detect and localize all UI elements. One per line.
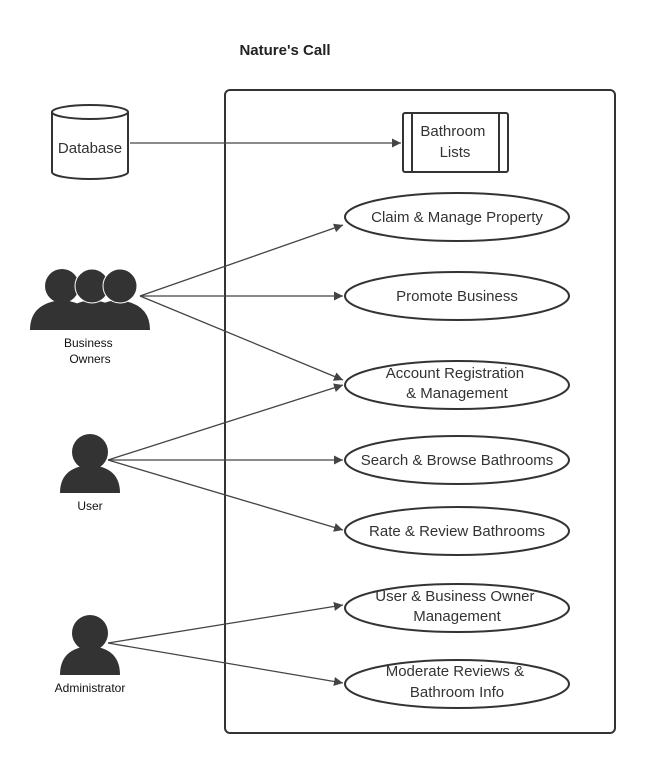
business-owners-label: Business Owners	[64, 336, 116, 366]
use-case-moderate-reviews: Moderate Reviews & Bathroom Info	[344, 659, 570, 709]
use-case-label: User & Business Owner Management	[375, 588, 538, 625]
administrator-icon: Administrator	[55, 615, 126, 695]
system-boundary	[224, 89, 616, 734]
link-admin-moderate	[107, 642, 344, 686]
use-case-label: Moderate Reviews & Bathroom Info	[386, 663, 529, 701]
link-user-rate	[107, 459, 344, 532]
link-owners-claim	[139, 223, 344, 297]
use-case-label: Claim & Manage Property	[371, 209, 543, 226]
use-case-label: Account Registration & Management	[386, 365, 529, 402]
use-case-rate-review: Rate & Review Bathrooms	[344, 506, 570, 556]
bathroom-lists-label: Bathroom Lists	[420, 123, 489, 161]
use-case-label: Rate & Review Bathrooms	[369, 523, 545, 540]
use-case-search-browse: Search & Browse Bathrooms	[344, 435, 570, 485]
link-owners-account	[139, 295, 344, 381]
user-label: User	[77, 499, 102, 513]
link-admin-user-mgmt	[107, 601, 344, 644]
use-case-promote-business: Promote Business	[344, 271, 570, 321]
use-case-label: Promote Business	[396, 288, 518, 305]
use-case-account-registration: Account Registration & Management	[344, 360, 570, 410]
connections	[107, 138, 401, 686]
diagram-title: Nature's Call	[239, 42, 330, 59]
database-label: Database	[58, 140, 122, 157]
user-icon: User	[60, 434, 120, 513]
use-case-user-management: User & Business Owner Management	[344, 583, 570, 633]
link-user-account	[107, 383, 344, 461]
database-icon: Database	[51, 104, 129, 180]
use-case-claim-manage: Claim & Manage Property	[344, 192, 570, 242]
business-owners-icon: Business Owners	[30, 268, 150, 366]
bathroom-lists-box: Bathroom Lists	[402, 112, 509, 173]
use-case-label: Search & Browse Bathrooms	[361, 452, 554, 469]
administrator-label: Administrator	[55, 681, 126, 695]
